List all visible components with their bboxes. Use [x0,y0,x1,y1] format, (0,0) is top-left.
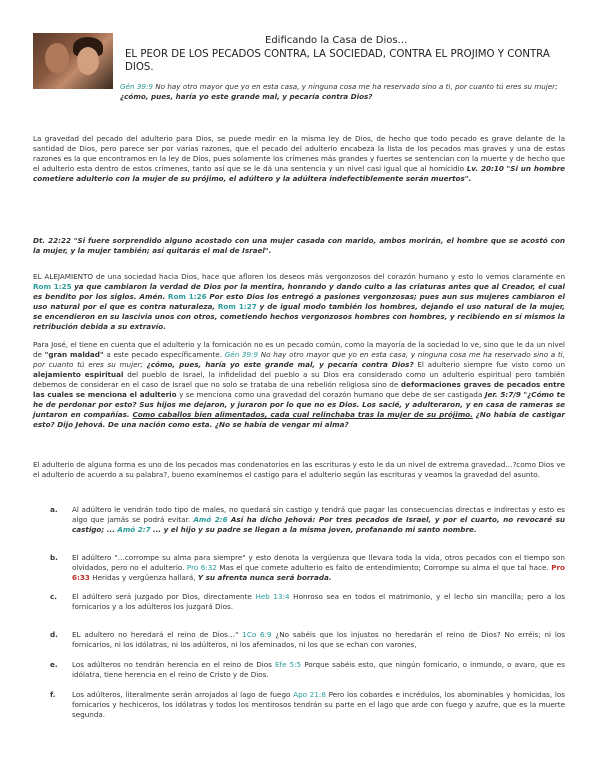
quote-text: "Si un hombre cometiere adulterio con la… [33,164,566,183]
verse-ref[interactable]: Rom 1:26 [167,292,207,301]
quote-text: Por esto Dios los entregó a pasiones ver… [33,292,566,311]
list-label: f. [50,690,56,699]
verse-ref: Lv. 20:10 [466,164,504,173]
quote-text: y de igual modo también los hombres, dej… [33,302,565,331]
quote-text: Así ha dicho Jehová: Por tres pecados de… [72,515,565,534]
item-text: Pero los cobardes e incrédulos, los abom… [72,690,566,719]
series-title: Edificando la Casa de Dios… [265,35,408,46]
quote-text: No hay otro mayor que yo en esta casa, y… [33,350,565,369]
verse-ref[interactable]: 1Co 6:9 [242,630,272,639]
quote-text: "¿Cómo te he de perdonar por esto? Sus h… [33,390,565,419]
list-label: d. [50,630,58,639]
item-text: Heridas y vergüenza hallará, [92,573,196,582]
item-text: Al adúltero le vendrán todo tipo de male… [72,505,565,524]
verse-ref[interactable]: Amó 2:7 [117,525,151,534]
para-text: y se menciona como una gravedad del cora… [179,390,483,399]
person-face [77,47,99,75]
list-label: e. [50,660,58,669]
paragraph-gravity: La gravedad del pecado del adulterio par… [33,134,565,184]
quote-text: "Si fuere sorprendido alguno acostado co… [33,236,565,255]
para-text: Para José, el tiene en cuenta que el adu… [33,340,565,359]
item-text: El adúltero será juzgado por Dios, direc… [72,592,252,601]
list-item: c. El adúltero será juzgado por Dios, di… [50,592,565,612]
verse-ref[interactable]: Gén 39:9 [120,82,153,91]
quote-text: ... y el hijo y su padre se llegan a la … [152,525,477,534]
verse-ref[interactable]: Heb 13:4 [255,592,290,601]
item-text: EL adultero no heredará el reino de Dios… [72,630,239,639]
person-face [45,43,69,73]
para-text: del pueblo de Israel, la infidelidad del… [33,370,565,389]
verse-ref[interactable]: Rom 1:27 [217,302,257,311]
para-text: La gravedad del pecado del adulterio par… [33,134,565,173]
list-label: a. [50,505,58,514]
header-photo [33,33,113,89]
list-item: f. Los adúlteros, literalmente serán arr… [50,690,565,720]
item-text: Honroso sea en todos el matrimonio, y el… [72,592,565,611]
verse-ref[interactable]: Pro 6:33 [72,563,565,582]
list-item: a. Al adúltero le vendrán todo tipo de m… [50,505,565,535]
page-title: EL PEOR DE LOS PECADOS CONTRA, LA SOCIED… [125,49,550,73]
item-text: ¿No sabéis que los injustos no heredarán… [72,630,565,649]
item-text: El adúltero "…corrompe su alma para siem… [72,553,565,572]
list-item: d. EL adultero no heredará el reino de D… [50,630,565,650]
quote-text: Y su afrenta nunca será borrada. [197,573,332,582]
para-text: El adulterio siempre fue visto como un [417,360,566,369]
bold-text: "gran maldad" [44,350,104,359]
paragraph-alejamiento: EL ALEJAMIENTO de una sociedad hacia Dio… [33,272,565,332]
verse-ref[interactable]: Pro 6:32 [186,563,217,572]
bold-text: deformaciones graves de pecados entre la… [33,380,565,399]
para-text: a este pecado específicamente. [106,350,223,359]
para-text: El adulterio de alguna forma es uno de l… [33,460,565,479]
para-text: EL ALEJAMIENTO de una sociedad hacia Dio… [33,272,565,281]
quote-text: ya que cambiaron la verdad de Dios por l… [33,282,565,301]
verse-ref[interactable]: Gén 39:9 [224,350,259,359]
intro-quote: Gén 39:9 No hay otro mayor que yo en est… [120,82,565,102]
paragraph-condena: El adulterio de alguna forma es uno de l… [33,460,565,480]
quote-text: Como caballos bien alimentados, cada cua… [132,410,473,419]
verse-ref: Dt. 22:22 [33,236,71,245]
quote-bold: ¿cómo, pues, haría yo este grande mal, y… [120,92,373,101]
bold-text: alejamiento espiritual [33,370,124,379]
paragraph-dt: Dt. 22:22 "Si fuere sorprendido alguno a… [33,236,565,256]
list-label: b. [50,553,58,562]
list-label: c. [50,592,57,601]
item-text: Los adúlteros no tendrán herencia en el … [72,660,272,669]
verse-ref[interactable]: Efe 5:5 [275,660,302,669]
verse-ref[interactable]: Rom 1:25 [33,282,72,291]
item-text: Porque sabéis esto, que ningún fornicari… [72,660,565,679]
list-item: e. Los adúlteros no tendrán herencia en … [50,660,565,680]
verse-ref[interactable]: Amó 2:6 [193,515,228,524]
verse-ref: Jer. 5:7/9 [484,390,521,399]
quote-text: ¿No había de castigar esto? Dijo Jehová.… [33,410,565,429]
list-item: b. El adúltero "…corrompe su alma para s… [50,553,565,583]
quote-text: No hay otro mayor que yo en esta casa, y… [155,82,558,91]
item-text: Mas el que comete adulterio es falto de … [219,563,549,572]
paragraph-jose: Para José, el tiene en cuenta que el adu… [33,340,565,430]
verse-ref[interactable]: Apo 21:8 [293,690,326,699]
quote-text: ¿cómo, pues, haría yo este grande mal, y… [146,360,414,369]
item-text: Los adúlteros, literalmente serán arroja… [72,690,291,699]
